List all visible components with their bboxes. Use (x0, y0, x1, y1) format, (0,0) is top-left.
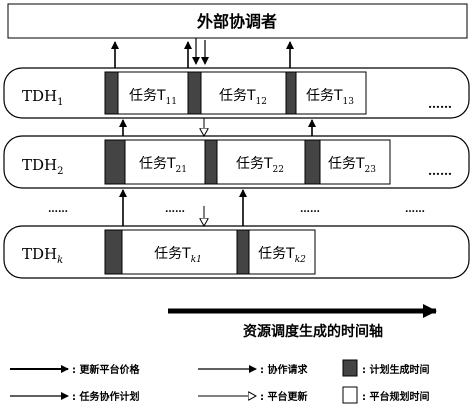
task-block: 任务T13 (285, 71, 367, 115)
task-label: 任务T23 (328, 156, 376, 175)
gap-dots: …… (300, 204, 320, 215)
task-label: 任务Tk1 (154, 246, 202, 265)
task-block: 任务T11 (104, 71, 189, 115)
continuation-dots: …… (428, 97, 452, 111)
task-block: 任务T23 (304, 139, 391, 185)
gap-dots: …… (165, 204, 185, 215)
svg-text:: 更新平台价格: : 更新平台价格 (72, 363, 140, 376)
price-update-arrows (111, 41, 294, 68)
legend-item-coop-request: : 协作请求 (198, 363, 308, 376)
task-block: 任务Tk2 (236, 229, 316, 275)
timeline-label: 资源调度生成的时间轴 (243, 323, 383, 340)
row-label: TDHk (22, 245, 63, 266)
task-label: 任务T12 (219, 88, 267, 107)
timeline-axis: 资源调度生成的时间轴 (168, 304, 437, 340)
continuation-dots: …… (428, 164, 452, 178)
inter-row-arrows (119, 118, 316, 136)
task-label: 任务T11 (129, 88, 177, 107)
row-label: TDH1 (22, 87, 64, 108)
gap-dots: …… (48, 204, 68, 215)
external-coordinator: 外部协调者 (7, 3, 468, 39)
task-block: 任务T12 (187, 71, 287, 115)
coordinator-label: 外部协调者 (196, 12, 277, 31)
legend-item-plan-gen-time: : 计划生成时间 (342, 359, 429, 377)
tdh-row-2: TDH2 任务T21 任务T22 任务T23 …… (3, 135, 470, 189)
svg-text:: 任务协作计划: : 任务协作计划 (72, 390, 139, 403)
gap-dots: …… (405, 204, 425, 215)
task-block: 任务T21 (104, 139, 206, 185)
svg-text:: 协作请求: : 协作请求 (260, 363, 308, 376)
inter-row-arrows (119, 189, 247, 226)
legend-item-platform-update: : 平台更新 (198, 390, 307, 403)
legend: : 更新平台价格 : 协作请求 : 计划生成时间 : 任务协作计划 : 平台更新… (10, 359, 429, 404)
task-block: 任务T22 (204, 139, 306, 185)
task-label: 任务T13 (306, 88, 354, 107)
svg-text:: 平台规划时间: : 平台规划时间 (362, 390, 429, 403)
task-label: 任务Tk2 (258, 246, 306, 265)
row-label: TDH2 (22, 156, 64, 177)
task-label: 任务T22 (236, 156, 284, 175)
task-block: 任务Tk1 (104, 229, 238, 275)
legend-item-task-coop-plan: : 任务协作计划 (10, 390, 139, 403)
tdh-row-k: TDHk 任务Tk1 任务Tk2 (3, 225, 470, 279)
tdh-row-1: TDH1 任务T11 任务T12 任务T13 …… (3, 67, 470, 119)
task-label: 任务T21 (139, 156, 187, 175)
legend-item-platform-plan-time: : 平台规划时间 (342, 386, 429, 404)
svg-text:: 平台更新: : 平台更新 (260, 390, 307, 403)
svg-text:: 计划生成时间: : 计划生成时间 (362, 363, 429, 376)
legend-item-update-price: : 更新平台价格 (10, 363, 140, 376)
